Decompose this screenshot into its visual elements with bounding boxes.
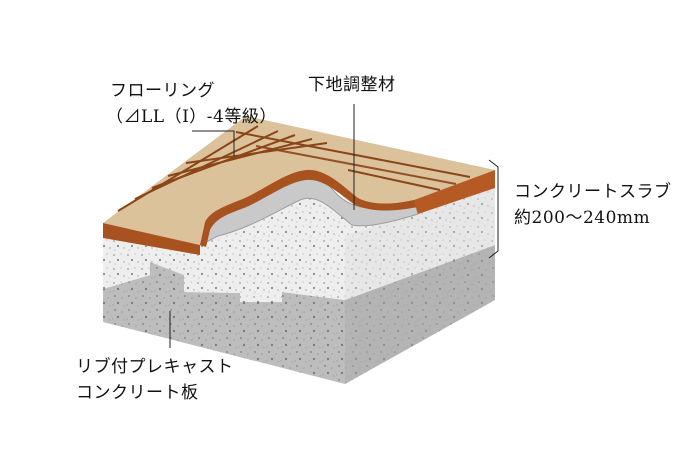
flooring-label-line1: フローリング bbox=[110, 81, 215, 101]
concrete-slab bbox=[103, 188, 495, 302]
precast-label-line2: コンクリート板 bbox=[76, 383, 199, 403]
leveling-label-line1: 下地調整材 bbox=[308, 75, 396, 95]
precast-concrete-plate bbox=[103, 245, 495, 384]
flooring-label: フローリング （⊿LL（Ⅰ）-4等級） bbox=[106, 78, 277, 130]
flooring-label-line2: （⊿LL（Ⅰ）-4等級） bbox=[106, 107, 277, 127]
slab-front-face bbox=[103, 238, 345, 302]
precast-label-line1: リブ付プレキャスト bbox=[76, 357, 234, 377]
leveling-label: 下地調整材 bbox=[308, 72, 396, 98]
flooring-front-edge bbox=[103, 223, 200, 255]
flooring-cut-edge bbox=[200, 169, 418, 247]
flooring-top-surface bbox=[103, 116, 495, 245]
leader-lines bbox=[169, 104, 499, 348]
flooring-side-edge bbox=[414, 170, 495, 214]
slab-label: コンクリートスラブ 約200～240mm bbox=[514, 179, 672, 231]
flooring-leader-line bbox=[192, 130, 235, 156]
slab-bracket bbox=[488, 159, 499, 259]
precast-label: リブ付プレキャスト コンクリート板 bbox=[76, 354, 234, 406]
precast-front-face bbox=[103, 262, 345, 384]
slab-label-line1: コンクリートスラブ bbox=[514, 182, 672, 202]
wood-flooring bbox=[103, 116, 495, 255]
slab-label-line2: 約200～240mm bbox=[514, 208, 651, 228]
